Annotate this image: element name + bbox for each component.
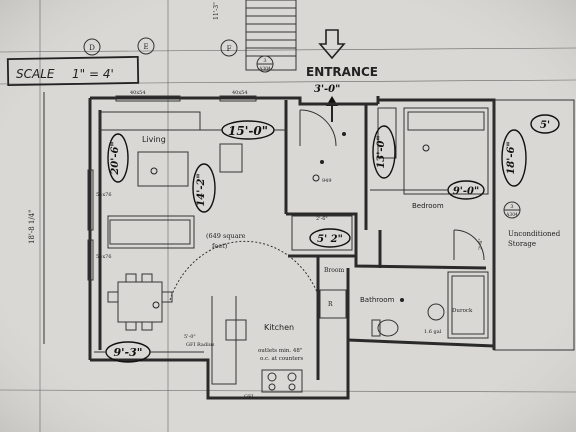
storage-label-2: Storage: [508, 240, 536, 248]
svg-text:54x76: 54x76: [96, 254, 112, 260]
dim-living-height: 20'-6": [107, 133, 129, 183]
refrigerator: [319, 289, 347, 319]
kitchen-note-1: outlets min. 48": [258, 348, 302, 354]
dim-living-width: 15'-0": [104, 120, 286, 140]
svg-text:949: 949: [322, 178, 332, 184]
bed: [403, 107, 489, 195]
entrance-label: ENTRANCE 3'-0": [306, 29, 378, 122]
scale-box: SCALE 1" = 4': [6, 55, 140, 87]
dim-dining-width: 9'-3": [94, 341, 204, 363]
dim-living-depth: 14'-2": [192, 163, 216, 213]
svg-text:Durock: Durock: [452, 308, 473, 314]
svg-text:1.6 gal: 1.6 gal: [424, 329, 442, 335]
entry-door-swing: [299, 109, 337, 147]
svg-text:54x76: 54x76: [96, 192, 112, 198]
windows: 40x54 40x54 54x76 54x76: [87, 90, 257, 281]
dim-storage-width: 5': [530, 114, 560, 134]
gfi-radius-arc: [169, 240, 321, 301]
scale-value: 1" = 4': [72, 67, 114, 81]
interior-walls: [284, 100, 487, 380]
svg-text:3: 3: [263, 58, 266, 64]
area-note-1: (649 square: [206, 232, 246, 240]
wardrobe: [377, 107, 397, 159]
svg-text:9'-0": 9'-0": [453, 186, 479, 197]
dim-hall-height: 13'-0": [372, 125, 396, 179]
broom-closet-label: Broom: [324, 267, 345, 274]
dim-closet-width: 5' 2": [309, 228, 351, 248]
svg-text:2'-6": 2'-6": [316, 216, 328, 222]
kitchen-sink: [225, 319, 247, 341]
bedroom-label: Bedroom: [412, 202, 444, 210]
grid-bubble-e: E: [137, 37, 155, 55]
svg-text:14'-2": 14'-2": [196, 173, 207, 206]
entrance-arrow-icon: [318, 29, 346, 60]
svg-text:D: D: [89, 44, 95, 52]
stove: [261, 369, 303, 393]
svg-text:3'-0": 3'-0": [314, 84, 340, 95]
grid-bubble-d: D: [83, 38, 101, 56]
svg-text:A304: A304: [258, 66, 271, 72]
svg-text:20'-6": 20'-6": [110, 141, 121, 175]
armchair: [219, 143, 243, 173]
svg-text:40x54: 40x54: [232, 90, 248, 96]
svg-text:A304: A304: [505, 212, 518, 218]
scale-label: SCALE: [16, 67, 55, 81]
coat-closet: [291, 215, 353, 251]
kitchen-label: Kitchen: [264, 323, 294, 332]
svg-text:ENTRANCE: ENTRANCE: [306, 65, 378, 79]
svg-text:2'-6": 2'-6": [478, 238, 484, 250]
area-note-2: feet): [212, 242, 228, 250]
svg-text:GFI Radius: GFI Radius: [186, 342, 215, 348]
svg-text:9'-3": 9'-3": [114, 346, 143, 359]
svg-text:3: 3: [510, 204, 513, 210]
electrical-symbols: [150, 132, 430, 309]
svg-text:GFI: GFI: [244, 394, 253, 400]
coffee-table: [137, 151, 189, 187]
svg-text:18'-6": 18'-6": [506, 141, 517, 174]
bedroom-door-swing: [453, 229, 485, 261]
svg-text:5': 5': [540, 120, 550, 131]
section-marker-right: 3 A304: [503, 201, 521, 219]
section-marker-top: 3 A304: [256, 55, 274, 73]
kitchen-note-2: o.c. at counters: [260, 356, 303, 362]
toilet: [377, 319, 399, 337]
svg-text:18'-8 1/4": 18'-8 1/4": [28, 210, 36, 244]
dim-bedroom-width: 9'-0": [370, 180, 485, 200]
svg-text:5' 2": 5' 2": [317, 234, 343, 245]
bathroom-label: Bathroom: [360, 296, 395, 304]
svg-text:F: F: [227, 45, 232, 53]
water-heater: [427, 303, 445, 321]
svg-text:13'-0": 13'-0": [376, 135, 387, 168]
grid-bubble-f: F: [220, 39, 238, 57]
storage-area: [493, 99, 575, 351]
storage-label-1: Unconditioned: [508, 230, 561, 238]
svg-text:E: E: [143, 43, 148, 51]
dim-storage-height: 18'-6": [501, 129, 527, 187]
svg-text:11'-3": 11'-3": [213, 2, 220, 20]
svg-text:40x54: 40x54: [130, 90, 146, 96]
bathtub: [447, 271, 489, 339]
sofa: [107, 215, 195, 249]
svg-text:15'-0": 15'-0": [228, 124, 268, 138]
living-room-label: Living: [142, 135, 166, 144]
svg-text:5'-0": 5'-0": [184, 334, 196, 340]
kitchen-counter: R: [211, 289, 347, 393]
svg-text:R: R: [328, 301, 333, 308]
